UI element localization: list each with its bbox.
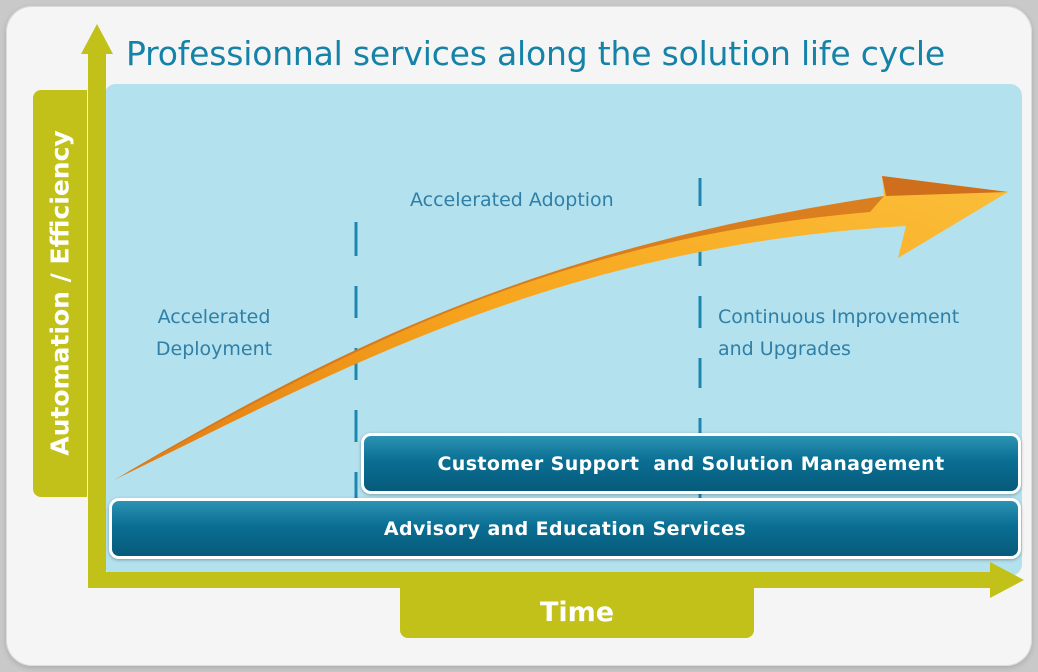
phase-label-improvement: Continuous Improvement and Upgrades bbox=[718, 301, 959, 365]
advisory-education-bar: Advisory and Education Services bbox=[109, 498, 1021, 559]
phase-label-improvement-line1: Continuous Improvement bbox=[718, 306, 960, 328]
y-axis-label-box bbox=[33, 90, 87, 497]
phase-label-deployment-line2: Deployment bbox=[155, 338, 273, 360]
growth-arrow bbox=[114, 176, 1008, 480]
y-axis-arrowhead bbox=[81, 24, 113, 54]
diagram-title: Professionnal services along the solutio… bbox=[126, 34, 945, 73]
x-axis bbox=[88, 562, 1024, 598]
y-axis bbox=[81, 24, 113, 586]
x-axis-label: Time bbox=[400, 586, 754, 638]
customer-support-bar: Customer Support and Solution Management bbox=[361, 433, 1021, 494]
diagram-panel bbox=[104, 84, 1022, 576]
phase-label-improvement-line2: and Upgrades bbox=[718, 338, 851, 360]
x-axis-arrowhead bbox=[990, 562, 1024, 598]
phase-label-deployment: Accelerated Deployment bbox=[144, 301, 284, 365]
phase-label-adoption: Accelerated Adoption bbox=[410, 189, 614, 211]
phase-label-deployment-line1: Accelerated bbox=[157, 306, 271, 328]
